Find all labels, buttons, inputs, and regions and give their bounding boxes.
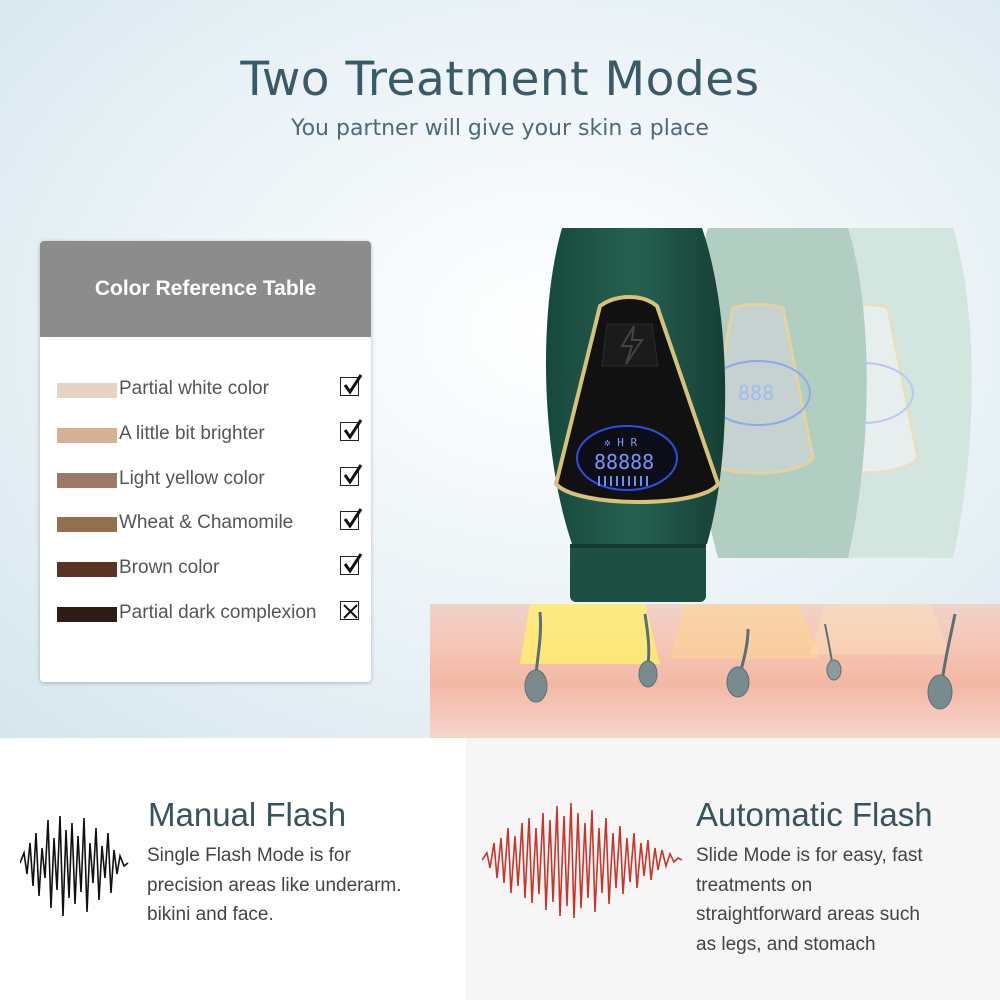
skin-tone-label: Light yellow color — [119, 468, 265, 489]
skin-tone-label: A little bit brighter — [119, 423, 265, 444]
color-row-partial-dark: Partial dark complexion — [57, 599, 367, 629]
skin-swatch — [57, 562, 117, 577]
description-line: straightforward areas such — [696, 904, 920, 925]
svg-text:✲ H R: ✲ H R — [604, 436, 637, 449]
skin-tone-label: Partial dark complexion — [119, 602, 317, 623]
skin-swatch — [57, 607, 117, 622]
automatic-flash-description: Slide Mode is for easy, fast treatments … — [696, 841, 996, 959]
check-icon — [340, 464, 363, 486]
hero-section: Two Treatment Modes You partner will giv… — [0, 0, 1000, 738]
check-icon — [340, 508, 363, 530]
skin-swatch — [57, 517, 117, 532]
manual-flash-section: Manual Flash Single Flash Mode is for pr… — [0, 738, 466, 1000]
hair-follicles-graphic — [520, 604, 957, 710]
check-icon — [340, 419, 363, 441]
page-title: Two Treatment Modes — [240, 52, 760, 107]
color-row-wheat-chamomile: Wheat & Chamomile — [57, 508, 367, 539]
manual-flash-wave-icon — [20, 815, 129, 917]
description-line: precision areas like underarm. — [147, 874, 402, 896]
svg-text:88888: 88888 — [594, 450, 654, 474]
automatic-flash-title: Automatic Flash — [696, 796, 933, 833]
skin-swatch — [57, 428, 117, 443]
description-line: bikini and face. — [147, 904, 274, 925]
skin-tone-label: Partial white color — [119, 378, 269, 399]
check-icon — [340, 374, 363, 396]
color-row-light-yellow: Light yellow color — [57, 464, 367, 495]
description-line: Slide Mode is for easy, fast — [696, 845, 923, 866]
skin-tone-label: Wheat & Chamomile — [119, 512, 294, 533]
color-reference-table: Color Reference Table Partial white colo… — [40, 241, 371, 682]
manual-flash-description: Single Flash Mode is for precision areas… — [147, 841, 457, 930]
automatic-flash-wave-icon — [482, 802, 682, 919]
color-table-title: Color Reference Table — [40, 241, 371, 337]
description-line: as legs, and stomach — [696, 933, 876, 955]
cross-icon — [340, 601, 359, 620]
manual-flash-title: Manual Flash — [148, 796, 347, 833]
skin-swatch — [57, 383, 117, 398]
skin-tone-label: Brown color — [119, 557, 220, 578]
description-line: Single Flash Mode is for — [147, 845, 351, 866]
skin-illustration — [430, 604, 1000, 738]
device-ghost-1: 888 — [678, 228, 878, 612]
color-row-partial-white: Partial white color — [57, 374, 367, 405]
ipl-device-main: ✲ H R 88888 — [522, 226, 752, 615]
color-row-little-brighter: A little bit brighter — [57, 419, 367, 450]
description-line: treatments on — [696, 874, 813, 896]
page-subtitle: You partner will give your skin a place — [291, 116, 709, 141]
svg-text:888: 888 — [738, 381, 774, 405]
color-row-brown: Brown color — [57, 553, 367, 584]
skin-swatch — [57, 473, 117, 488]
automatic-flash-section: Automatic Flash Slide Mode is for easy, … — [466, 738, 1000, 1000]
check-icon — [340, 553, 363, 575]
